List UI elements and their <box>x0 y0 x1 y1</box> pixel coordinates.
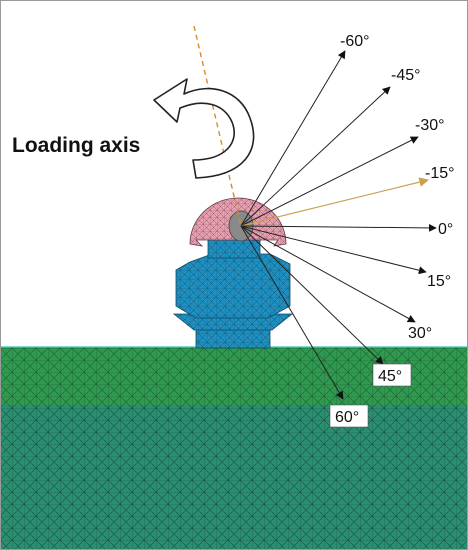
direction-rays <box>240 50 437 400</box>
angle-label-60-box <box>329 404 369 428</box>
angle-label-minus-15: -15° <box>425 165 455 182</box>
ray-60 <box>240 225 344 400</box>
angle-label-minus-30: -30° <box>415 117 445 134</box>
ray-45 <box>240 225 384 365</box>
angle-label-30: 30° <box>408 325 432 342</box>
ray-minus-45 <box>240 86 391 227</box>
ray-minus-60 <box>240 50 346 227</box>
ground-lower-layer <box>1 405 467 549</box>
angle-label-0: 0° <box>438 221 453 238</box>
ray-30 <box>240 225 416 323</box>
curved-arrow-icon <box>153 78 255 179</box>
holder-barrel <box>175 253 291 319</box>
angle-label-15: 15° <box>427 273 451 290</box>
angle-label-minus-60: -60° <box>340 33 370 50</box>
ray-15 <box>240 225 427 275</box>
angle-label-45: 45° <box>378 368 402 385</box>
ray-0 <box>240 223 437 232</box>
loading-axis-line <box>193 25 242 227</box>
loading-axis-label: Loading axis <box>12 134 140 157</box>
angle-label-60: 60° <box>335 409 359 426</box>
pick-tip <box>189 197 287 247</box>
angle-label-45-box <box>372 363 412 387</box>
ray-minus-30 <box>240 136 419 227</box>
holder-neck <box>207 239 261 259</box>
pick-holder <box>172 239 294 349</box>
ray-minus-15 <box>240 177 429 227</box>
angle-label-minus-45: -45° <box>391 67 421 84</box>
